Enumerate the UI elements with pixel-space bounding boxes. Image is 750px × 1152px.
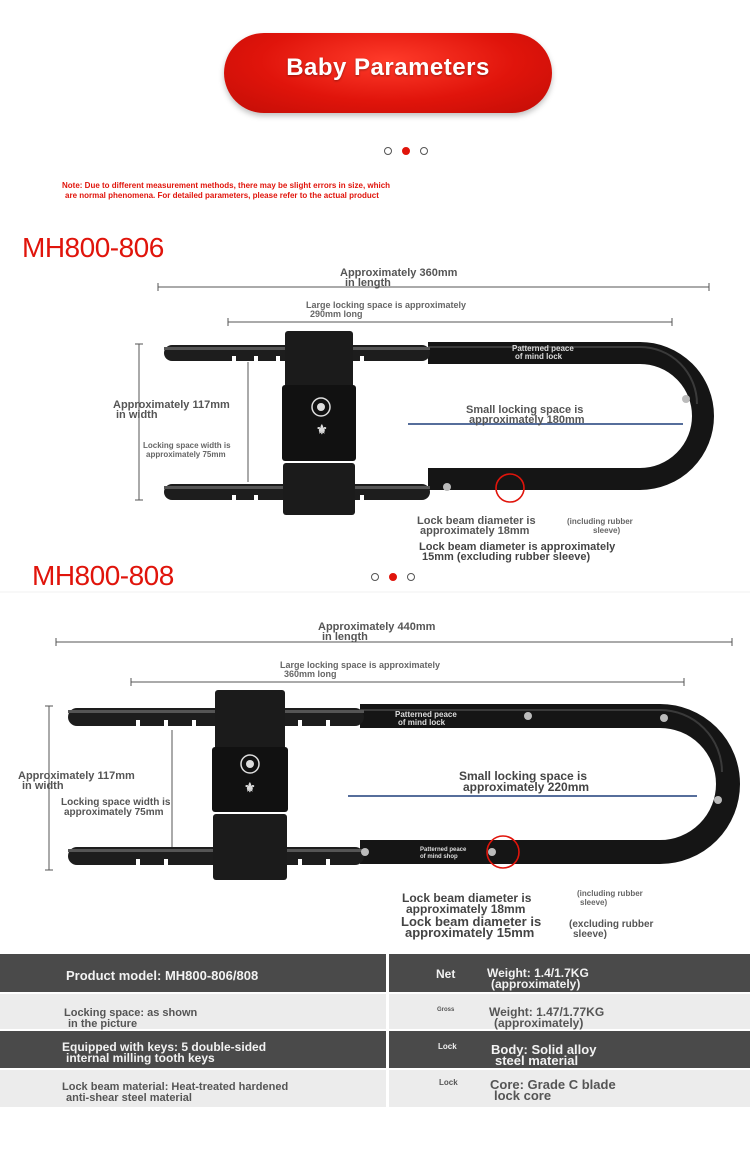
beam-diameter-b-806: Lock beam diameter is approximately 15mm… (419, 541, 616, 563)
beam-diameter-b-808: Lock beam diameter is approximately 15mm (401, 914, 542, 940)
spec-cell-keys: Equipped with keys: 5 double-sided inter… (0, 1031, 386, 1068)
beam-note-808: (including rubber sleeve) (577, 889, 643, 907)
spec-cell-body: Lock Body: Solid alloy steel material (389, 1031, 750, 1068)
svg-text:⚜: ⚜ (316, 423, 328, 438)
beam-note-b-808: (excluding rubber sleeve) (569, 919, 654, 940)
carousel-dots[interactable] (384, 147, 428, 155)
measurement-note: Note: Due to different measurement metho… (62, 181, 391, 200)
spec-cell-locking-space: Locking space: as shown in the picture (0, 994, 386, 1030)
spec-cell-gross-weight: Gross Weight: 1.47/1.77KG (approximately… (389, 994, 750, 1029)
carousel-dot-active[interactable] (389, 573, 397, 581)
width-label-808: Approximately 117mm in width (18, 770, 135, 792)
beam-note-806: (including rubber sleeve) (567, 517, 633, 535)
spec-cell-core: Lock Core: Grade C blade lock core (389, 1070, 750, 1107)
large-space-label-808: Large locking space is approximately 360… (280, 660, 441, 679)
carousel-dot[interactable] (384, 147, 392, 155)
carousel-dot[interactable] (420, 147, 428, 155)
svg-text:⚜: ⚜ (244, 781, 256, 796)
brand-print-806: Patterned peace of mind lock (512, 344, 574, 361)
large-space-label-806: Large locking space is approximately 290… (306, 300, 467, 319)
small-space-label-806: Small locking space is approximately 180… (466, 404, 585, 426)
carousel-dot[interactable] (407, 573, 415, 581)
model-title-806: MH800-806 (22, 232, 164, 263)
title-banner: Baby Parameters (224, 33, 552, 113)
model-title-808: MH800-808 (32, 560, 174, 591)
spec-cell-beam-material: Lock beam material: Heat-treated hardene… (0, 1070, 386, 1107)
lock-space-label-808: Locking space width is approximately 75m… (61, 797, 171, 818)
lock-space-label-806: Locking space width is approximately 75m… (143, 441, 231, 459)
carousel-dots-2[interactable] (371, 573, 415, 581)
length-label-808: Approximately 440mm in length (318, 621, 436, 643)
small-space-label-808: Small locking space is approximately 220… (459, 769, 590, 794)
page-title: Baby Parameters (286, 54, 490, 81)
brand-print-808-lower: Patterned peace of mind shop (420, 847, 467, 860)
width-label-806: Approximately 117mm in width (113, 399, 230, 421)
carousel-dot[interactable] (371, 573, 379, 581)
spec-cell-product-model: Product model: MH800-806/808 (0, 954, 386, 992)
brand-print-808: Patterned peace of mind lock (395, 710, 457, 727)
spec-cell-net-weight: Net Weight: 1.4/1.7KG (approximately) (389, 954, 750, 992)
beam-diameter-806: Lock beam diameter is approximately 18mm (417, 515, 536, 537)
beam-diameter-808: Lock beam diameter is approximately 18mm (402, 891, 532, 916)
length-label-806: Approximately 360mm in length (340, 267, 458, 289)
carousel-dot-active[interactable] (402, 147, 410, 155)
